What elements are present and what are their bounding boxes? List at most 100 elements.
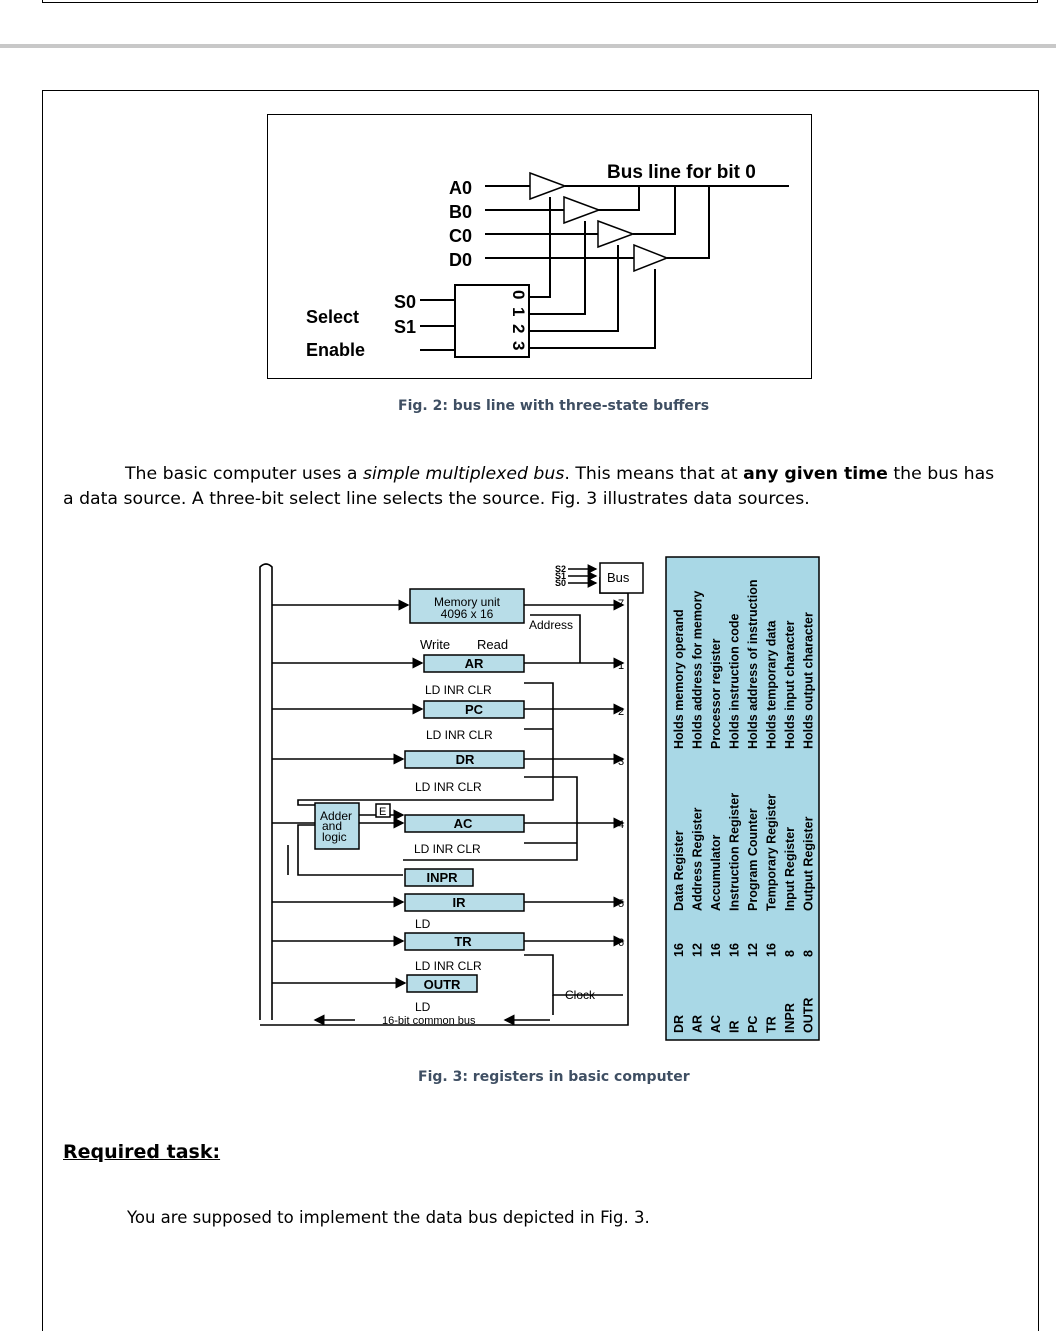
table-cell-bits: 12 (746, 943, 760, 957)
table-cell-reg: AR (691, 1015, 705, 1033)
pc-control-label: LD INR CLR (426, 728, 493, 742)
bus-number-3: 3 (618, 756, 624, 768)
bus-number-6: 6 (618, 937, 624, 949)
table-cell-name: Instruction Register (728, 793, 742, 911)
register-outr-label: OUTR (424, 977, 461, 992)
register-ar-box (423, 654, 525, 673)
body-paragraph: The basic computer uses a simple multipl… (63, 462, 1003, 512)
table-cell-reg: IR (728, 1021, 742, 1034)
bus-label: Bus (607, 570, 630, 585)
para-text-2: . This means that at (564, 464, 744, 484)
para-bold-term: any given time (743, 464, 888, 484)
ar-control-label: LD INR CLR (425, 683, 492, 697)
table-cell-bits: 16 (672, 943, 686, 957)
para-text-1: The basic computer uses a (125, 464, 363, 484)
page-separator (0, 44, 1056, 48)
table-cell-reg: DR (672, 1015, 686, 1033)
read-label: Read (477, 637, 508, 652)
register-outr-box (406, 974, 478, 993)
figure-2-caption: Fig. 2: bus line with three-state buffer… (398, 398, 710, 414)
table-cell-name: Program Counter (746, 808, 760, 911)
register-pc-label: PC (465, 702, 484, 717)
table-cell-reg: PC (746, 1016, 760, 1033)
clock-label: Clock (565, 988, 596, 1002)
table-cell-desc: Holds temporary data (765, 619, 779, 749)
decoder-output-2: 2 (509, 324, 528, 333)
table-cell-bits: 16 (709, 943, 723, 957)
input-b0-label: B0 (449, 202, 472, 222)
write-label: Write (420, 637, 450, 652)
decoder-output-3: 3 (509, 341, 528, 350)
register-ir-label: IR (453, 895, 467, 910)
select-label: Select (306, 307, 359, 327)
decoder-output-1: 1 (509, 307, 528, 316)
figure-3: S2 S1 S0 Bus Memory unit 4096 x 16 Addre… (255, 555, 830, 1045)
outr-ld-label: LD (415, 1000, 431, 1014)
memory-unit-size: 4096 x 16 (441, 607, 494, 621)
address-label: Address (529, 618, 573, 632)
bus-number-5: 5 (618, 898, 624, 910)
input-d0-label: D0 (449, 250, 472, 270)
table-cell-bits: 16 (728, 943, 742, 957)
enable-label: Enable (306, 340, 365, 360)
register-ac-label: AC (454, 816, 473, 831)
table-cell-desc: Holds memory operand (672, 609, 686, 749)
register-dr-box (404, 750, 525, 769)
register-pc-box (423, 700, 525, 719)
register-ar-label: AR (465, 656, 484, 671)
figure-2: Bus line for bit 0 A0 B0 C0 D0 S0 S1 Sel… (267, 114, 812, 379)
bus-number-2: 2 (618, 706, 624, 718)
ir-ld-label: LD (415, 917, 431, 931)
table-cell-name: Data Register (672, 830, 686, 911)
bus-number-4: 4 (618, 819, 624, 831)
bus-number-1: 1 (618, 660, 624, 672)
table-cell-bits: 16 (765, 943, 779, 957)
tr-control-label: LD INR CLR (415, 959, 482, 973)
register-tr-box (404, 932, 525, 951)
para-text-3: the bus has a data source. A three-bit s… (63, 464, 995, 509)
select-s1-label: S1 (394, 317, 416, 337)
e-flipflop-box (375, 803, 391, 818)
register-inpr-label: INPR (426, 870, 458, 885)
select-s1: S1 (555, 571, 566, 581)
table-cell-desc: Holds address of instruction (746, 580, 760, 749)
table-cell-reg: INPR (783, 1003, 797, 1033)
previous-page-frame (42, 0, 1038, 3)
table-cell-name: Temporary Register (765, 794, 779, 911)
decoder-output-0: 0 (509, 290, 528, 299)
task-text: You are supposed to implement the data b… (127, 1208, 650, 1227)
register-ir-box (404, 893, 525, 912)
ac-control-label: LD INR CLR (414, 842, 481, 856)
adder-logic-box (314, 802, 360, 850)
adder-label-1: Adder (320, 809, 352, 823)
required-task-heading: Required task: (63, 1141, 221, 1163)
para-italic-term: simple multiplexed bus (363, 464, 565, 484)
table-cell-name: Input Register (783, 827, 797, 911)
table-cell-desc: Holds input character (783, 620, 797, 749)
table-cell-desc: Holds output character (802, 612, 816, 749)
table-cell-bits: 12 (691, 943, 705, 957)
table-cell-reg: OUTR (802, 998, 816, 1033)
table-cell-desc: Holds address for memory (691, 591, 705, 749)
dr-control-label: LD INR CLR (415, 780, 482, 794)
bus-line-title: Bus line for bit 0 (607, 162, 756, 183)
table-cell-name: Output Register (802, 816, 816, 911)
register-tr-label: TR (454, 934, 472, 949)
table-cell-reg: AC (709, 1015, 723, 1033)
memory-unit-title: Memory unit (434, 595, 501, 609)
figure-3-caption: Fig. 3: registers in basic computer (418, 1069, 690, 1085)
table-cell-name: Address Register (691, 807, 705, 911)
register-dr-label: DR (456, 752, 475, 767)
table-cell-desc: Holds instruction code (728, 614, 742, 749)
e-label: E (379, 806, 386, 818)
content-frame (42, 90, 1039, 1331)
adder-label-2: and (322, 819, 342, 833)
adder-label-3: logic (322, 830, 347, 844)
table-cell-bits: 8 (783, 950, 797, 957)
input-c0-label: C0 (449, 226, 472, 246)
input-a0-label: A0 (449, 178, 472, 198)
register-inpr-box (404, 868, 474, 887)
common-bus-label: 16-bit common bus (382, 1015, 476, 1027)
register-ac-box (404, 814, 525, 833)
select-s0-label: S0 (394, 292, 416, 312)
